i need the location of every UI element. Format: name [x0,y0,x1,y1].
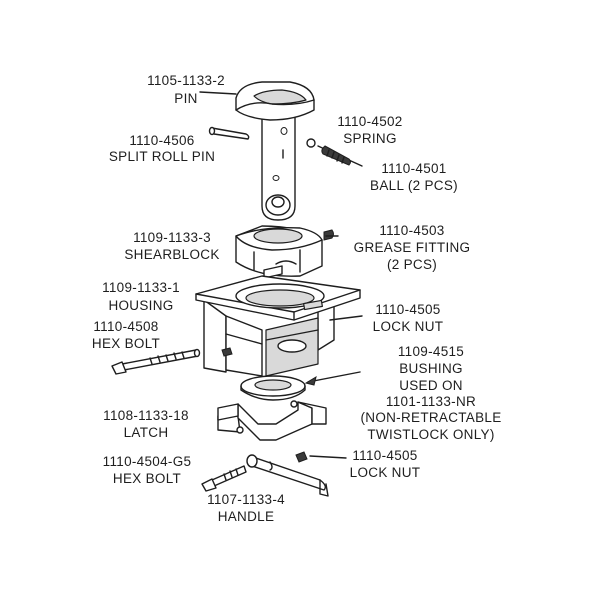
shearblock-part-name: SHEARBLOCK [124,247,219,262]
bushing-arrowhead [304,375,317,386]
bushing-part-number: 1109-4515 [398,344,464,359]
grease-fitting-drawing [323,229,339,241]
grease-fitting-part-number: 1110-4503 [379,223,444,238]
label-housing: 1109-1133-1 HOUSING [102,280,180,313]
lock-nut-top-leader [329,315,363,321]
lock-nut-bottom-leader [309,455,347,459]
lock-nut-bottom-part-name: LOCK NUT [350,465,421,480]
housing-drawing [195,275,361,377]
housing-part-name: HOUSING [108,298,173,313]
label-spring: 1110-4502 SPRING [337,114,402,146]
hex-bolt-top-part-number: 1110-4508 [93,319,158,334]
label-split-roll-pin: 1110-4506 SPLIT ROLL PIN [109,133,215,164]
shearblock-part-number: 1109-1133-3 [133,230,211,245]
pin-part-name: PIN [174,91,197,106]
pin-drawing [235,81,315,221]
label-lock-nut-top: 1110-4505 LOCK NUT [373,302,444,334]
shearblock-drawing [235,225,323,279]
label-grease-fitting: 1110-4503 GREASE FITTING (2 PCS) [354,223,471,272]
housing-part-number: 1109-1133-1 [102,280,180,295]
bushing-note-line4: TWISTLOCK ONLY) [367,427,494,442]
split-roll-pin-drawing [208,126,250,140]
label-ball: 1110-4501 BALL (2 PCS) [370,161,458,193]
latch-part-name: LATCH [124,425,169,440]
hex-bolt-top-drawing [111,348,201,375]
pin-part-number: 1105-1133-2 [147,73,225,88]
ball-part-name: BALL (2 PCS) [370,178,458,193]
lock-nut-top-part-number: 1110-4505 [375,302,440,317]
grease-fitting-part-name: GREASE FITTING [354,240,471,255]
label-handle: 1107-1133-4 HANDLE [207,492,285,524]
hex-bolt-bottom-drawing [201,465,247,492]
ball-drawing [306,138,316,148]
bushing-part-name: BUSHING [399,361,463,376]
bushing-drawing [240,375,306,401]
lock-nut-top-drawing [221,347,233,357]
latch-part-number: 1108-1133-18 [103,408,189,423]
hex-bolt-bottom-part-name: HEX BOLT [113,471,181,486]
label-latch: 1108-1133-18 LATCH [103,408,189,440]
hex-bolt-bottom-part-number: 1110-4504-G5 [103,454,192,469]
latch-drawing [217,400,327,441]
lock-nut-top-part-name: LOCK NUT [373,319,444,334]
label-lock-nut-bottom: 1110-4505 LOCK NUT [350,448,421,480]
lock-nut-bottom-drawing [295,451,308,463]
spring-part-number: 1110-4502 [337,114,402,129]
bushing-note-line1: USED ON [399,378,463,393]
bushing-note-line2: 1101-1133-NR [386,394,476,409]
split-roll-pin-part-name: SPLIT ROLL PIN [109,149,215,164]
pin-leader [199,91,237,95]
split-roll-pin-part-number: 1110-4506 [129,133,194,148]
handle-part-number: 1107-1133-4 [207,492,285,507]
lock-nut-bottom-part-number: 1110-4505 [352,448,417,463]
bushing-note-line3: (NON-RETRACTABLE [360,410,501,425]
label-bushing: 1109-4515 BUSHING USED ON 1101-1133-NR (… [360,344,501,442]
grease-fitting-quantity: (2 PCS) [387,257,437,272]
label-hex-bolt-top: 1110-4508 HEX BOLT [92,319,160,351]
label-hex-bolt-bottom: 1110-4504-G5 HEX BOLT [103,454,192,486]
label-shearblock: 1109-1133-3 SHEARBLOCK [124,230,219,262]
handle-part-name: HANDLE [218,509,275,524]
label-pin: 1105-1133-2 PIN [147,73,225,106]
spring-drawing [321,145,351,166]
handle-drawing [246,454,329,497]
ball-part-number: 1110-4501 [381,161,446,176]
spring-part-name: SPRING [343,131,397,146]
hex-bolt-top-part-name: HEX BOLT [92,336,160,351]
bushing-arrow [307,371,361,383]
